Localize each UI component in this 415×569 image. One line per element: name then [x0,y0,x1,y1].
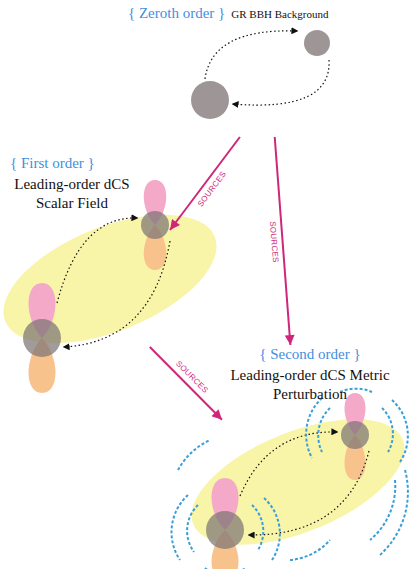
stage-node: { First order } Leading-order dCS Scalar … [2,152,170,347]
small-black-hole [304,30,330,56]
stage-node: { Zeroth order } GR BBH Background [128,2,390,137]
order-heading: { Zeroth order } [128,4,225,22]
order-heading: { First order } [2,154,170,172]
gravitational-waves [172,389,408,569]
stage-node: { Second order } Leading-order dCS Metric… [222,345,412,565]
orbit-arrow [240,432,337,496]
scalar-field-region [0,188,234,369]
orbit-arrow [233,60,329,105]
order-description: Leading-order dCS Metric Perturbation [230,366,404,404]
large-black-hole [191,81,229,119]
order-heading: { Second order } [222,345,412,363]
scalar-field-region [174,393,415,569]
large-black-hole [23,319,61,357]
orbit-arrow [64,241,170,347]
large-black-hole [206,511,244,549]
edge-label: SOURCES [196,170,228,209]
orbit-arrow [205,31,297,79]
small-black-hole [341,421,369,449]
edge-label: SOURCES [174,359,210,395]
order-description: GR BBH Background [231,5,328,24]
order-description: Leading-order dCS Scalar Field [2,175,142,213]
source-arrow [170,137,240,230]
small-black-hole [141,211,169,239]
edge-label: SOURCES [268,221,280,263]
source-arrow [150,347,222,420]
orbit-arrow [249,451,369,535]
orbit-arrow [57,218,137,303]
